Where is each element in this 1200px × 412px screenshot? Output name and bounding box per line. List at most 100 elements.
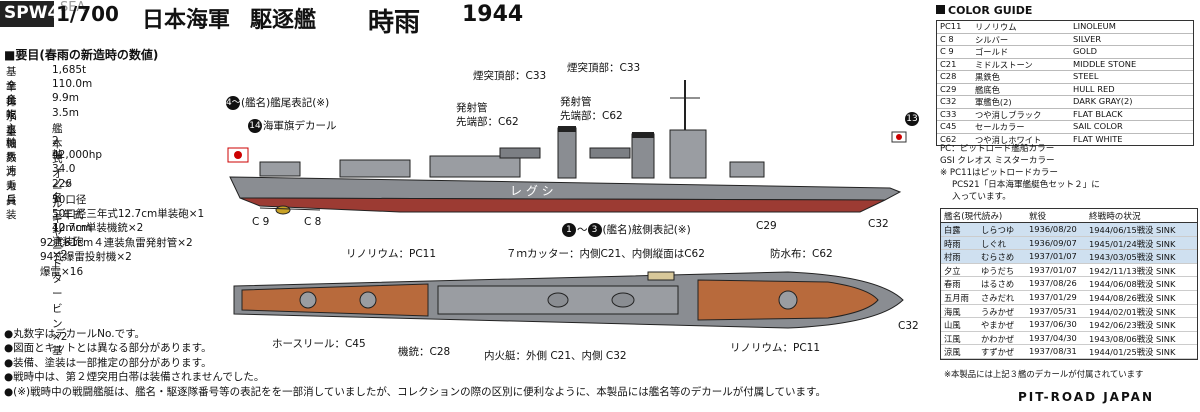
plan-cutter: [647, 271, 675, 281]
title-bar: SPW47 SEA 1/700 日本海軍 駆逐艦 時雨 1944: [0, 0, 930, 38]
linoleum-top-label: リノリウム：PC11: [346, 248, 437, 260]
launcher-label-2a: 発射管: [560, 96, 592, 108]
color-code: C62: [940, 133, 957, 144]
note-item: ●装備、塗装は一部推定の部分があります。: [4, 356, 212, 369]
c32-side-label: C32: [868, 218, 889, 230]
ship-commission-cell: 1937/05/31: [1029, 305, 1077, 316]
linoleum-bottom-label: リノリウム：PC11: [730, 342, 821, 354]
hull-upper: [229, 176, 902, 201]
note-item: ●丸数字はデカールNo.です。: [4, 328, 146, 340]
plan-deck-aft: [241, 283, 429, 317]
funnel-top-label-1: 煙突頂部：C33: [473, 70, 547, 82]
flag-right-label: 13: [905, 112, 919, 126]
color-name-en: SILVER: [1073, 33, 1102, 44]
spec-key: 主機: [6, 122, 17, 150]
spec-value: 42,000hp: [52, 149, 103, 162]
bridge: [669, 129, 707, 179]
square-icon: [936, 5, 945, 14]
stern-marking-label: 4〜6(艦名)艦尾表記(※): [226, 96, 330, 110]
spec-key: 全幅: [6, 94, 17, 122]
ship-fate-cell: 1945/01/24戦没 SINK: [1089, 238, 1176, 249]
ship-name-cell: 五月雨: [944, 292, 969, 303]
color-name-en: DARK GRAY(2): [1073, 96, 1133, 106]
ship-reading-cell: やまかぜ: [981, 320, 1015, 331]
torpedo-launcher-2: [589, 147, 631, 159]
spec-value: 2軸: [52, 135, 63, 161]
ship-table-header-cell: 艦名(現代読み): [944, 212, 1003, 222]
ship-fate-cell: 1942/11/13戦没 SINK: [1089, 265, 1176, 276]
color-name-en: HULL RED: [1073, 83, 1115, 94]
plan-funnel-1: [547, 292, 569, 308]
color-name-jp: セールカラー: [975, 122, 1025, 132]
ship-commission-cell: 1936/08/20: [1029, 224, 1077, 234]
color-code: C21: [940, 58, 957, 69]
c9-label: C 9: [252, 216, 270, 228]
side-marking-label: 1〜3(艦名)舷側表記(※): [562, 222, 691, 237]
ship-name-cell: 山風: [944, 320, 961, 331]
ship-reading-cell: はるさめ: [981, 279, 1015, 290]
launcher-label-1b: 先端部：C62: [456, 116, 519, 128]
ship-table-header-cell: 就役: [1029, 212, 1047, 222]
ship-name-cell: 江風: [944, 333, 961, 344]
ship-fate-cell: 1942/06/23戦没 SINK: [1089, 320, 1176, 331]
ship-name-cell: 春雨: [944, 279, 961, 290]
color-name-en: LINOLEUM: [1073, 21, 1116, 31]
funnel-1-top: [558, 126, 576, 132]
color-name-en: FLAT BLACK: [1073, 108, 1123, 119]
ship-reading-cell: かわかぜ: [981, 333, 1015, 344]
color-name-jp: ゴールド: [975, 47, 1009, 57]
ship-fate-cell: 1943/03/05戦没 SINK: [1089, 252, 1176, 263]
armament-item: 40mm単装機銃×2: [52, 222, 144, 235]
cutter-label: ７ｍカッター：内側C21、内側縦面はC62: [506, 248, 705, 260]
launch-label: 内火艇：外側 C21、内側 C32: [484, 350, 627, 362]
mid-deckhouse: [429, 155, 521, 178]
color-code: C 9: [940, 46, 954, 56]
ship-reading-cell: うみかぜ: [981, 306, 1015, 317]
propeller: [275, 205, 291, 215]
ship-name-cell: 夕立: [944, 265, 961, 276]
ship-commission-cell: 1937/01/07: [1029, 264, 1077, 275]
armament-item: 50口径三年式12.7cm単装砲×1: [52, 208, 205, 220]
series-code-box: SPW47: [0, 1, 71, 27]
side-view-drawing: レ グ シ: [227, 80, 907, 215]
color-name-jp: ミドルストーン: [975, 59, 1033, 70]
armament-item: 爆雷×16: [40, 265, 84, 278]
specs-heading: ■要目(春雨の新造時の数値): [4, 48, 159, 62]
canvas-label: 防水布：C62: [770, 248, 833, 260]
ship-table-header-cell: 終戦時の状況: [1089, 212, 1141, 222]
color-name-jp: 黒鉄色: [975, 72, 1000, 82]
hull-name-text: レ グ シ: [510, 184, 554, 198]
note-item: ●戦時中は、第２煙突用白帯は装備されませんでした。: [4, 371, 265, 384]
ship-fate-cell: 1944/01/25戦没 SINK: [1089, 347, 1176, 358]
funnel-2-top: [632, 132, 654, 138]
ship-fate-cell: 1943/08/06戦没 SINK: [1089, 333, 1176, 344]
scale-text: 1/700: [56, 2, 119, 26]
spec-value: 50口径三年式12.7cm連装砲×2: [52, 193, 92, 261]
ship-name-cell: 白露: [944, 225, 961, 235]
ship-reading-cell: すずかぜ: [981, 347, 1015, 358]
color-name-jp: シルバー: [975, 34, 1009, 45]
cg-note-pcs21b: 入っています。: [952, 192, 1011, 202]
color-guide-heading: COLOR GUIDE: [936, 4, 1198, 17]
color-code: C33: [940, 108, 957, 119]
aft-deckhouse: [339, 159, 411, 178]
note-item: ●(※)戦時中の戦闘艦艇は、艦名・駆逐隊番号等の表記をを一部消していましたが、コ…: [4, 385, 826, 398]
ship-name-cell: 涼風: [944, 347, 961, 358]
spec-key: 馬力: [6, 151, 17, 179]
color-code: PC11: [940, 21, 962, 31]
